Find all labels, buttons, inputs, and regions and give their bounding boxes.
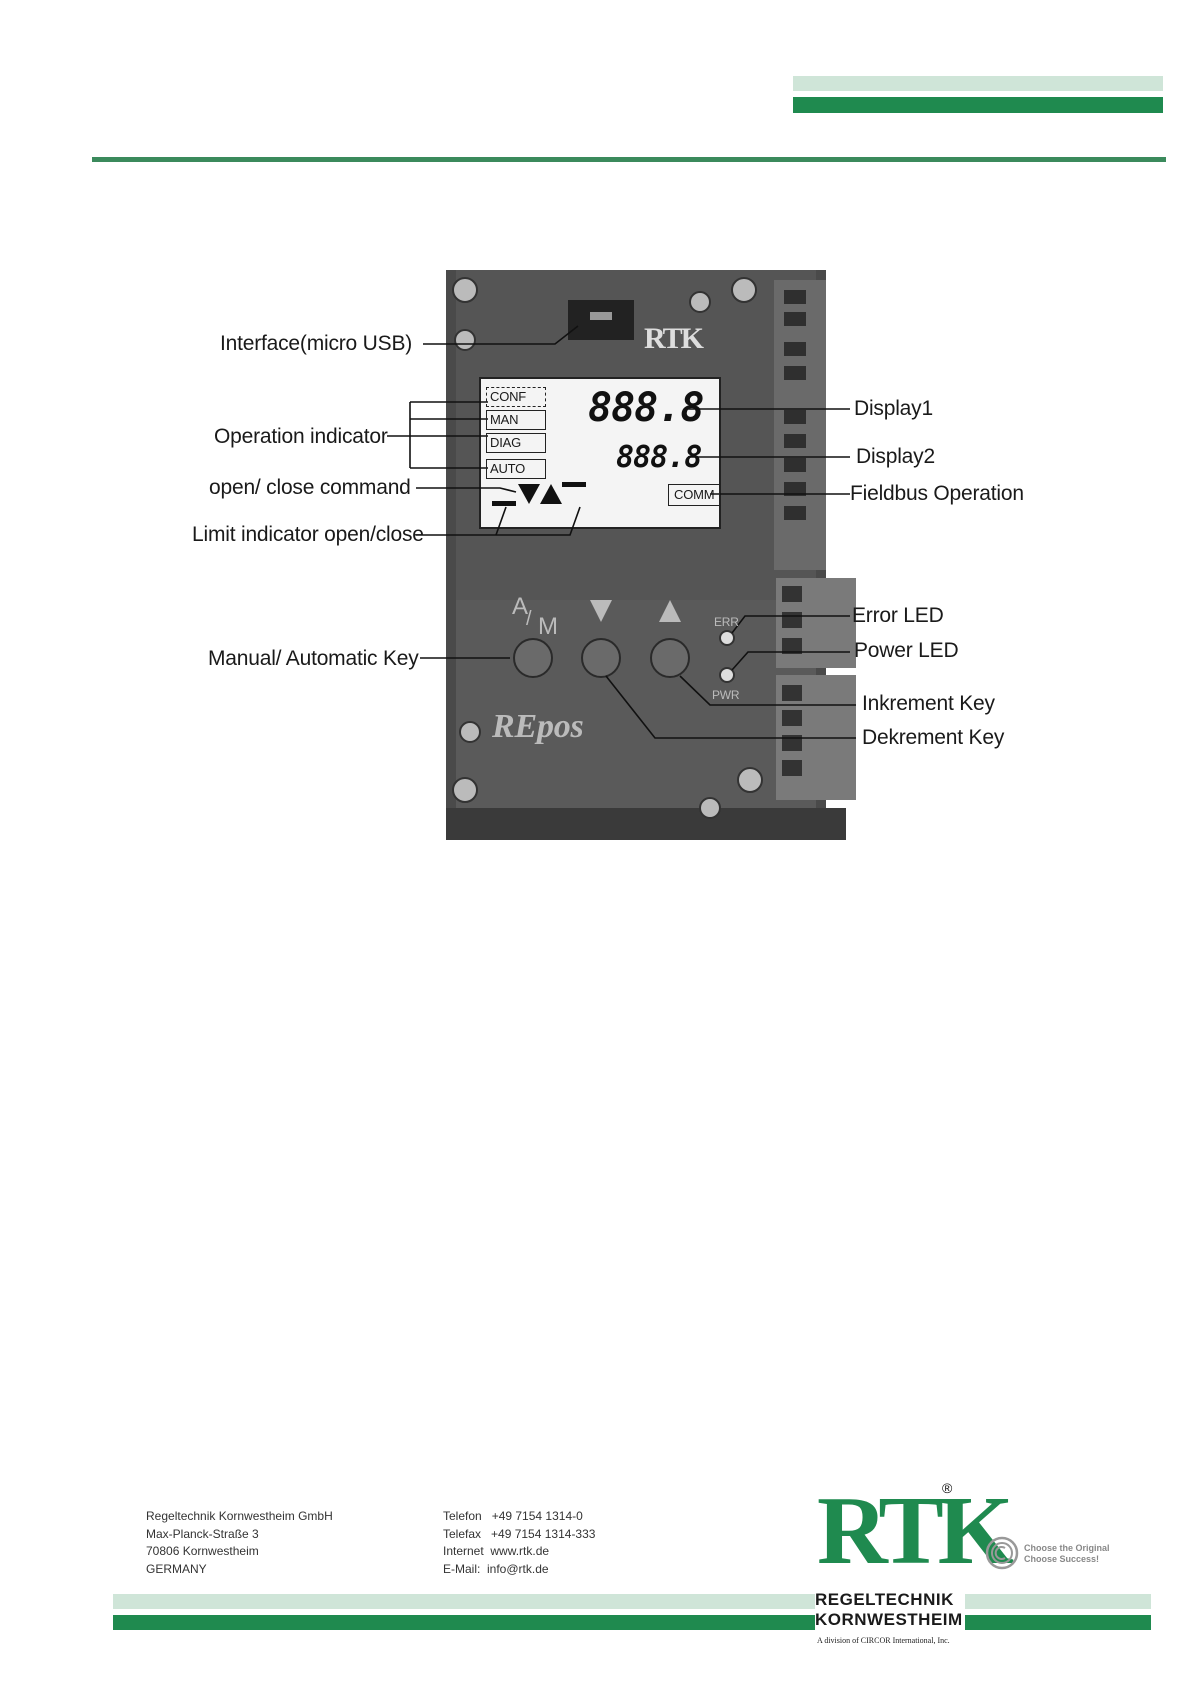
footer-address-line: GERMANY <box>146 1561 207 1576</box>
micro-usb-port <box>590 312 612 320</box>
leader-lines <box>387 325 856 739</box>
footer-contact-web: Internet www.rtk.de <box>443 1544 550 1558</box>
callout-operation-indicator: Operation indicator <box>214 425 388 448</box>
footer-contact-phone: Telefon +49 7154 1314-0 <box>443 1509 583 1523</box>
lcd-mode-conf: CONF <box>486 387 546 407</box>
device-base <box>446 808 846 840</box>
header-bar-dark <box>793 97 1163 113</box>
footer-bar-light <box>113 1594 1151 1609</box>
callout-manual-automatic-key: Manual/ Automatic Key <box>208 647 419 670</box>
lcd-screen <box>479 377 721 529</box>
footer-contact: Telefon +49 7154 1314-0 Telefax +49 7154… <box>443 1508 595 1578</box>
lcd-mode-auto: AUTO <box>486 459 546 479</box>
device-brand-logo: RTK <box>644 322 704 355</box>
logo-company-line2: KORNWESTHEIM <box>815 1610 963 1629</box>
screws <box>452 277 763 819</box>
footer-address-line: 70806 Kornwestheim <box>146 1544 259 1558</box>
slogan-line2: Choose Success! <box>1024 1554 1100 1564</box>
lcd-display2: 888.8 <box>616 440 702 475</box>
terminal-block-upper <box>774 280 826 570</box>
key-am-separator: / <box>526 608 532 630</box>
callout-fieldbus-operation: Fieldbus Operation <box>850 482 1024 505</box>
footer-address: Regeltechnik Kornwestheim GmbH Max-Planc… <box>146 1508 333 1578</box>
callout-dekrement-key: Dekrement Key <box>862 726 1005 749</box>
registered-mark: ® <box>942 1480 953 1496</box>
err-led-label: ERR <box>714 615 739 629</box>
key-am-label-top: A <box>512 593 528 620</box>
footer-address-line: Max-Planck-Straße 3 <box>146 1526 259 1541</box>
err-led <box>719 630 735 646</box>
up-arrow-icon <box>659 600 681 622</box>
lcd-display1: 888.8 <box>588 385 704 431</box>
footer-address-line: Regeltechnik Kornwestheim GmbH <box>146 1509 333 1523</box>
close-command-triangle <box>518 484 540 504</box>
callout-interface: Interface(micro USB) <box>220 332 413 355</box>
callout-display1: Display1 <box>854 397 933 420</box>
logo-division: A division of CIRCOR International, Inc. <box>817 1636 950 1645</box>
callout-error-led: Error LED <box>852 604 944 627</box>
down-arrow-icon <box>590 600 612 622</box>
header-bar-light <box>793 76 1163 91</box>
callout-power-led: Power LED <box>854 639 959 662</box>
pwr-led <box>719 667 735 683</box>
footer-contact-email: E-Mail: info@rtk.de <box>443 1561 549 1576</box>
company-logo: RTK ® REGELTECHNIK KORNWESTHEIM A divisi… <box>815 1480 1014 1650</box>
logo-rtk-letters: RTK <box>817 1477 1014 1585</box>
pwr-led-label: PWR <box>712 688 740 702</box>
open-command-triangle <box>540 484 562 504</box>
inkrement-key-shape <box>650 638 690 678</box>
callout-open-close-command: open/ close command <box>209 476 411 499</box>
logo-company-line1: REGELTECHNIK <box>815 1590 954 1609</box>
header-rule <box>92 157 1166 162</box>
callout-display2: Display2 <box>856 445 935 468</box>
footer-contact-fax: Telefax +49 7154 1314-333 <box>443 1526 596 1541</box>
lcd-mode-man: MAN <box>486 410 546 430</box>
slogan-line1: Choose the Original <box>1024 1543 1110 1553</box>
lcd-comm-indicator: COMM <box>668 484 721 506</box>
dekrement-key-shape <box>581 638 621 678</box>
device-product-logo: REpos <box>492 708 584 745</box>
circor-emblem-icon <box>985 1536 1019 1570</box>
keys <box>513 638 690 678</box>
callout-limit-indicator: Limit indicator open/close <box>192 523 424 546</box>
lcd-mode-diag: DIAG <box>486 433 546 453</box>
manual-automatic-key-shape <box>513 638 553 678</box>
callout-inkrement-key: Inkrement Key <box>862 692 995 715</box>
footer-bar-dark <box>113 1615 1151 1630</box>
device-figure: RTK REpos CONF MAN DIAG AUTO 888.8 888.8… <box>170 260 1100 840</box>
slogan: Choose the Original Choose Success! <box>1024 1543 1110 1565</box>
key-am-label-bottom: M <box>538 613 558 640</box>
device-illustration <box>387 270 856 840</box>
